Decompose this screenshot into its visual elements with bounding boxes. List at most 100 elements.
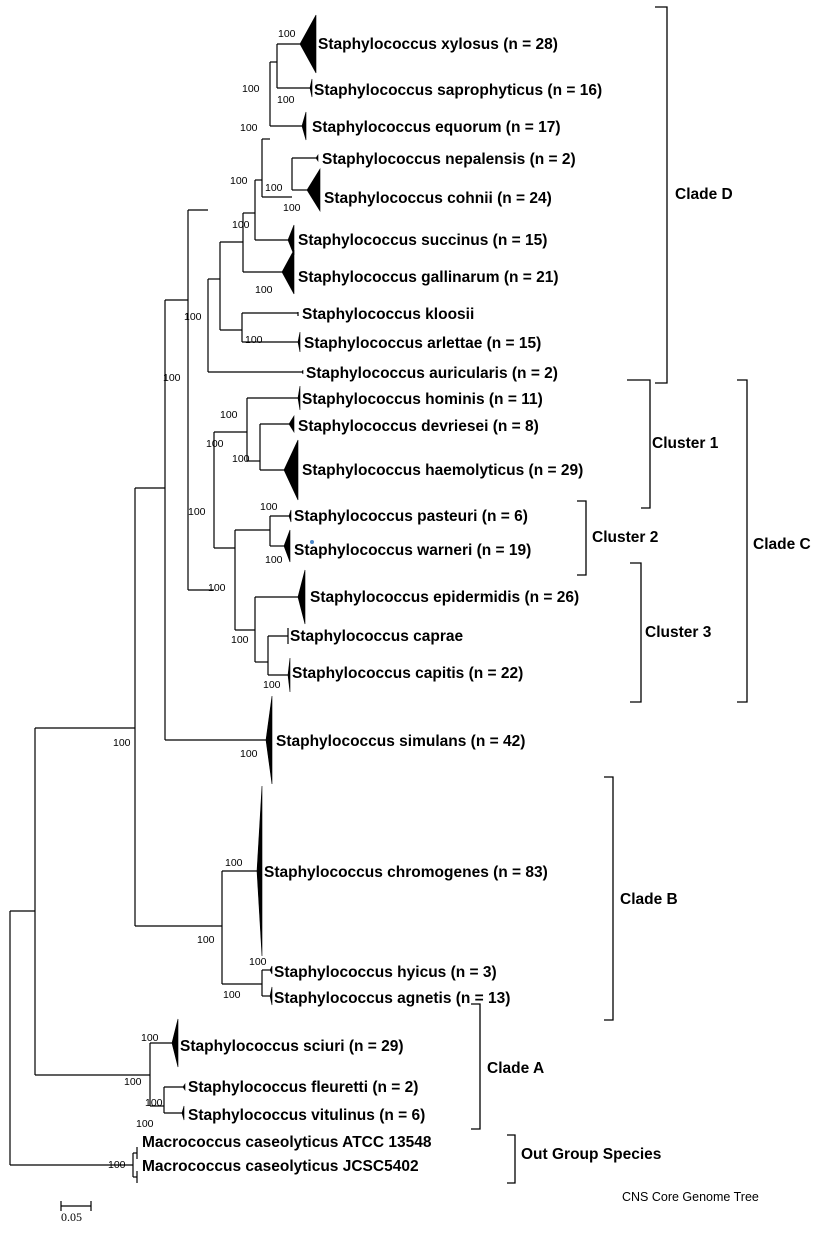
clade-bracket [604, 776, 614, 1021]
taxon-label: Staphylococcus simulans (n = 42) [276, 733, 525, 750]
collapsed-clade-wedge [299, 14, 317, 74]
collapsed-clade-wedge [171, 1018, 179, 1068]
taxon-label: Staphylococcus devriesei (n = 8) [298, 418, 539, 435]
bootstrap-value: 100 [240, 748, 258, 760]
bootstrap-value: 100 [188, 506, 206, 518]
collapsed-clade-wedge [269, 986, 273, 1006]
taxon-label: Staphylococcus capitis (n = 22) [292, 665, 523, 682]
bootstrap-value: 100 [249, 956, 267, 968]
collapsed-clade-wedge [301, 369, 304, 375]
clade-label-c: Clade C [753, 536, 811, 553]
collapsed-clade-wedge [182, 1083, 186, 1091]
bootstrap-value: 100 [108, 1159, 126, 1171]
bootstrap-value: 100 [206, 438, 224, 450]
bootstrap-value: 100 [263, 679, 281, 691]
clade-bracket [577, 500, 587, 576]
collapsed-clade-wedge [288, 509, 292, 523]
clade-labels: Clade D Cluster 1 Cluster 2 Cluster 3 Cl… [487, 186, 811, 1163]
collapsed-clade-wedge [287, 224, 295, 256]
taxon-label: Macrococcus caseolyticus JCSC5402 [142, 1158, 419, 1175]
taxon-label: Staphylococcus caprae [290, 628, 464, 645]
clade-label-a: Clade A [487, 1060, 544, 1077]
collapsed-clade-wedge [297, 331, 301, 353]
bootstrap-value: 100 [230, 175, 248, 187]
bootstrap-value: 100 [245, 334, 263, 346]
taxon-label: Staphylococcus succinus (n = 15) [298, 232, 547, 249]
collapsed-clade-wedge [309, 78, 313, 98]
bootstrap-value: 100 [141, 1032, 159, 1044]
collapsed-clade-wedge [297, 385, 301, 411]
clade-bracket [507, 1134, 516, 1184]
bootstrap-value: 100 [232, 453, 250, 465]
scale-bar-label: 0.05 [61, 1210, 82, 1224]
outgroup-label: Out Group Species [521, 1146, 661, 1163]
taxon-label: Staphylococcus nepalensis (n = 2) [322, 151, 576, 168]
taxon-label: Staphylococcus saprophyticus (n = 16) [314, 82, 602, 99]
scale-bar-line [60, 1201, 92, 1211]
taxon-label: Staphylococcus equorum (n = 17) [312, 119, 560, 136]
bootstrap-value: 100 [240, 122, 258, 134]
bootstrap-value: 100 [225, 857, 243, 869]
cluster-label-3: Cluster 3 [645, 624, 712, 641]
taxon-label: Staphylococcus arlettae (n = 15) [304, 335, 541, 352]
taxon-label: Staphylococcus pasteuri (n = 6) [294, 508, 528, 525]
tree-branches [9, 43, 316, 1178]
scale-bar: 0.05 [60, 1201, 92, 1224]
collapsed-clade-wedge [181, 1105, 185, 1121]
bootstrap-value: 100 [265, 554, 283, 566]
cluster-label-2: Cluster 2 [592, 529, 658, 546]
taxon-label: Staphylococcus auricularis (n = 2) [306, 365, 558, 382]
collapsed-clade-wedge [306, 167, 321, 213]
bootstrap-value: 100 [197, 934, 215, 946]
collapsed-clade-wedge [283, 529, 291, 563]
taxon-label: Staphylococcus sciuri (n = 29) [180, 1038, 404, 1055]
bootstrap-value: 100 [113, 737, 131, 749]
taxon-label: Macrococcus caseolyticus ATCC 13548 [142, 1134, 432, 1151]
bootstrap-value: 100 [208, 582, 226, 594]
bootstrap-values: 1001001001001001001001001001001001001001… [108, 28, 301, 1171]
taxon-label: Staphylococcus kloosii [302, 306, 474, 323]
clade-bracket [630, 562, 642, 703]
taxon-label: Staphylococcus xylosus (n = 28) [318, 36, 558, 53]
clade-label-b: Clade B [620, 891, 678, 908]
figure-caption: CNS Core Genome Tree [622, 1190, 759, 1204]
taxon-label: Staphylococcus cohnii (n = 24) [324, 190, 552, 207]
taxon-labels: Staphylococcus xylosus (n = 28) Staphylo… [142, 36, 602, 1175]
bootstrap-value: 100 [124, 1076, 142, 1088]
bootstrap-value: 100 [260, 501, 278, 513]
clade-label-d: Clade D [675, 186, 733, 203]
collapsed-clade-wedge [269, 965, 273, 975]
taxon-label: Staphylococcus agnetis (n = 13) [274, 990, 510, 1007]
clade-bracket [627, 379, 651, 509]
bootstrap-value: 100 [231, 634, 249, 646]
collapsed-clade-wedges [136, 14, 321, 1183]
taxon-label: Staphylococcus hyicus (n = 3) [274, 964, 497, 981]
collapsed-clade-wedge [301, 111, 307, 141]
collapsed-clade-wedge [256, 785, 263, 957]
taxon-label: Staphylococcus fleuretti (n = 2) [188, 1079, 418, 1096]
bootstrap-value: 100 [145, 1097, 163, 1109]
bootstrap-value: 100 [265, 182, 283, 194]
collapsed-clade-wedge [281, 249, 295, 295]
collapsed-clade-wedge [297, 569, 306, 625]
clade-bracket [655, 6, 668, 384]
bootstrap-value: 100 [220, 409, 238, 421]
taxon-label: Staphylococcus warneri (n = 19) [294, 542, 531, 559]
bootstrap-value: 100 [163, 372, 181, 384]
taxon-label: Staphylococcus hominis (n = 11) [302, 391, 543, 408]
collapsed-clade-wedge [265, 695, 273, 785]
bootstrap-value: 100 [232, 219, 250, 231]
bootstrap-value: 100 [136, 1118, 154, 1130]
cluster-label-1: Cluster 1 [652, 435, 719, 452]
taxon-label: Staphylococcus chromogenes (n = 83) [264, 864, 548, 881]
bootstrap-value: 100 [184, 311, 202, 323]
clade-brackets [471, 6, 748, 1184]
bootstrap-value: 100 [223, 989, 241, 1001]
collapsed-clade-wedge [287, 657, 291, 693]
collapsed-clade-wedge [315, 154, 319, 162]
bootstrap-value: 100 [278, 28, 296, 40]
bootstrap-value: 100 [242, 83, 260, 95]
taxon-label: Staphylococcus vitulinus (n = 6) [188, 1107, 425, 1124]
